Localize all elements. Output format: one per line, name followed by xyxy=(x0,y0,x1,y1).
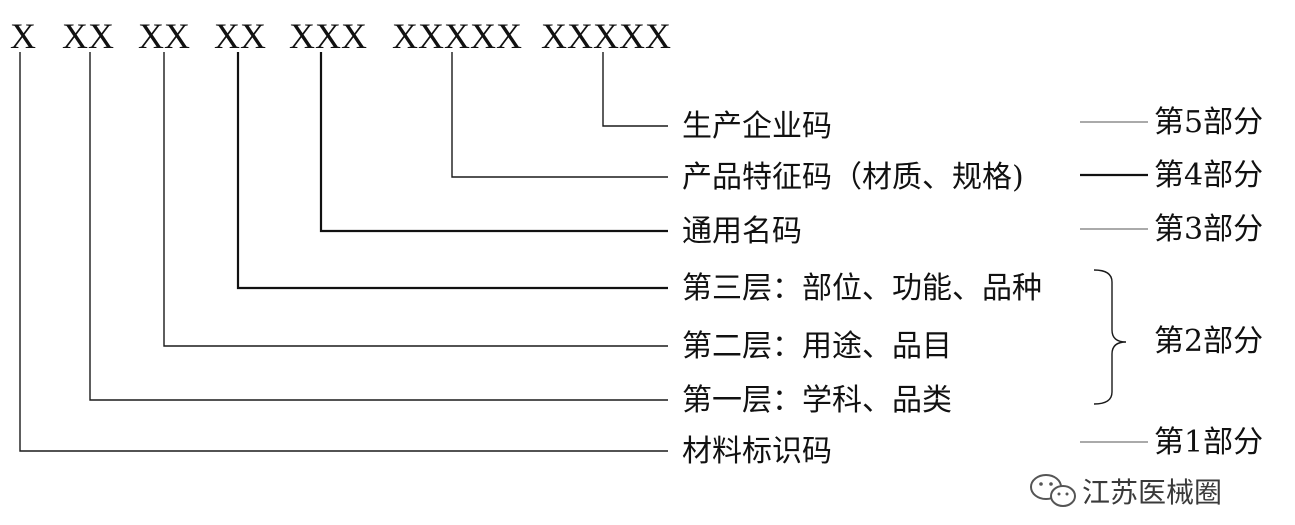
connector-line-segment-4 xyxy=(236,52,668,290)
connector-line-segment-7 xyxy=(602,52,668,127)
segment-labels: 生产企业码 产品特征码（材质、规格) 通用名码 第三层：部位、功能、品种 第二层… xyxy=(682,109,1042,469)
code-segment-3: XX xyxy=(138,16,190,56)
part-leader-lines xyxy=(1080,121,1148,443)
code-segment-1: X xyxy=(10,16,36,56)
connector-line-segment-5 xyxy=(319,52,668,233)
connector-line-segment-2 xyxy=(89,52,668,401)
label-manufacturer-code: 生产企业码 xyxy=(682,109,832,144)
code-segment-6: XXXXX xyxy=(392,16,522,56)
watermark-text: 江苏医械圈 xyxy=(1082,476,1222,509)
label-generic-name-code: 通用名码 xyxy=(682,214,802,249)
watermark: 江苏医械圈 xyxy=(1030,474,1222,509)
wechat-icon xyxy=(1030,474,1076,507)
part-label-4: 第4部分 xyxy=(1154,158,1263,193)
code-segment-4: XX xyxy=(214,16,266,56)
label-layer-2: 第二层：用途、品目 xyxy=(682,329,952,364)
part-label-1: 第1部分 xyxy=(1154,425,1263,460)
connector-line-segment-1 xyxy=(19,52,668,452)
part-label-2: 第2部分 xyxy=(1154,324,1263,359)
part-labels: 第5部分 第4部分 第3部分 第2部分 第1部分 xyxy=(1154,105,1263,460)
code-segments: X XX XX XX XXX XXXXX XXXXX xyxy=(10,16,671,56)
label-product-feature-code: 产品特征码（材质、规格) xyxy=(682,160,1024,195)
label-material-id-code: 材料标识码 xyxy=(682,434,832,469)
code-segment-7: XXXXX xyxy=(541,16,671,56)
label-layer-1: 第一层：学科、品类 xyxy=(682,383,952,418)
connector-line-segment-6 xyxy=(451,52,668,178)
code-segment-5: XXX xyxy=(289,16,367,56)
part-label-3: 第3部分 xyxy=(1154,212,1263,247)
connector-lines xyxy=(19,52,668,452)
connector-line-segment-3 xyxy=(163,52,668,347)
part-label-5: 第5部分 xyxy=(1154,105,1263,140)
code-segment-2: XX xyxy=(62,16,114,56)
layers-grouping-brace xyxy=(1093,269,1127,405)
label-layer-3: 第三层：部位、功能、品种 xyxy=(682,271,1042,306)
